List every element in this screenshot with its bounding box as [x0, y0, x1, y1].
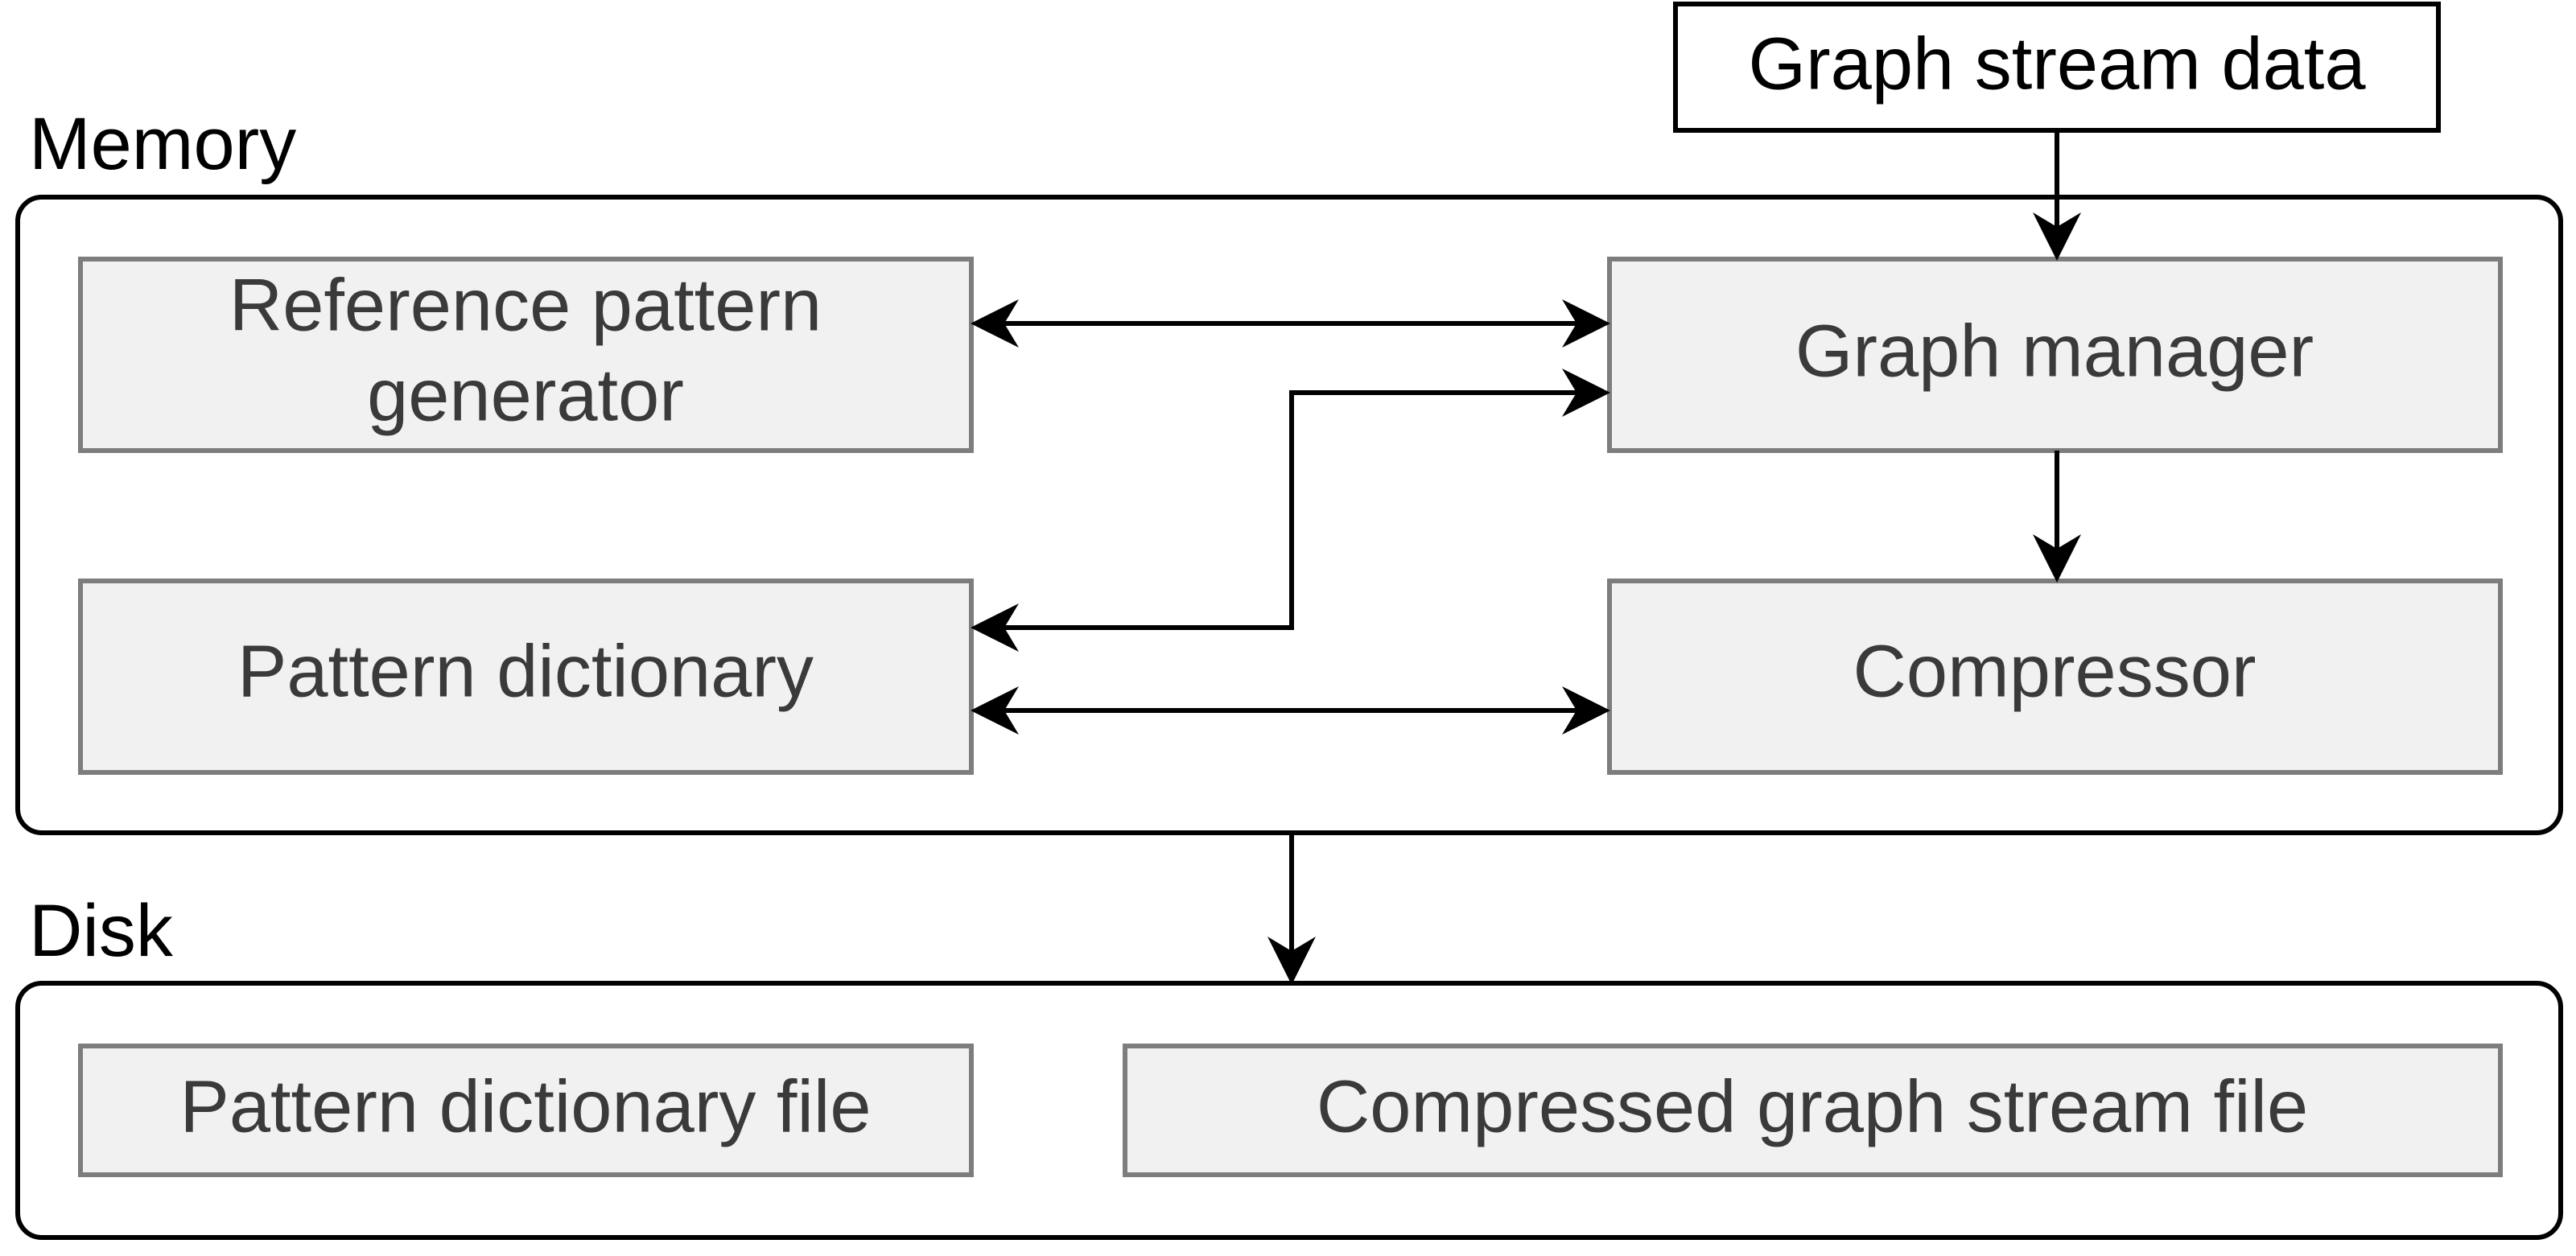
reference-pattern-generator-box: Reference pattern generator: [78, 257, 974, 453]
compressor-label: Compressor: [1853, 630, 2256, 712]
disk-section-label: Disk: [29, 890, 174, 972]
graph-manager-box: Graph manager: [1607, 257, 2503, 453]
memory-section-label: Memory: [29, 103, 296, 185]
compressed-graph-stream-file-label: Compressed graph stream file: [1317, 1065, 2308, 1147]
pattern-dictionary-file-box: Pattern dictionary file: [78, 1044, 974, 1177]
pattern-dictionary-label: Pattern dictionary: [237, 630, 814, 712]
reference-pattern-generator-label-line2: generator: [367, 354, 684, 436]
compressed-graph-stream-file-box: Compressed graph stream file: [1123, 1044, 2503, 1177]
graph-stream-data-box: Graph stream data: [1673, 2, 2441, 133]
pattern-dictionary-file-label: Pattern dictionary file: [179, 1065, 871, 1147]
reference-pattern-generator-label-line1: Reference pattern: [229, 264, 822, 346]
graph-manager-label: Graph manager: [1795, 310, 2314, 392]
compressor-box: Compressor: [1607, 579, 2503, 775]
graph-stream-data-label: Graph stream data: [1748, 23, 2366, 105]
arrow-pattern-dictionary-graph-manager: [971, 369, 1610, 652]
pattern-dictionary-box: Pattern dictionary: [78, 579, 974, 775]
